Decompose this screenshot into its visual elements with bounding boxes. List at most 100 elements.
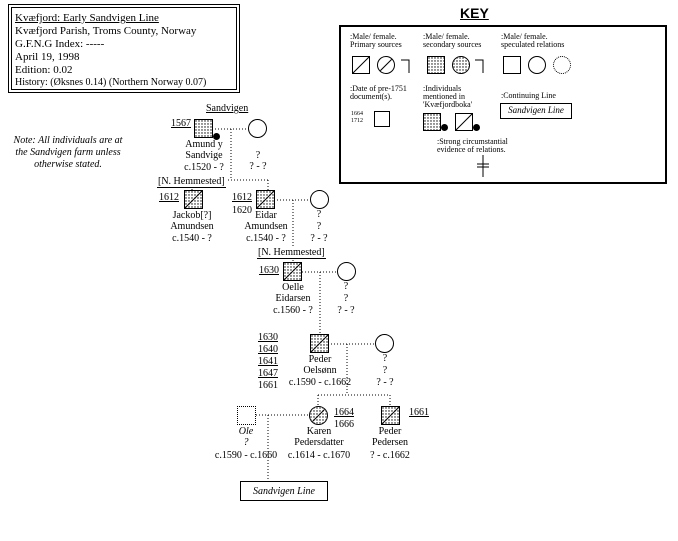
edition-text: Edition: 0.02: [15, 64, 73, 76]
amund-male-secondary-icon: [194, 119, 213, 138]
key-kvaefjordboka-line1: :Individuals: [423, 84, 462, 93]
peder-male-primary-icon: [310, 334, 329, 353]
key-sample-date-1: 1664: [351, 111, 363, 117]
date-text: April 19, 1998: [15, 51, 80, 63]
jackob-male-primary-icon: [184, 190, 203, 209]
peder-wife-female-icon: [375, 334, 394, 353]
key-primary-line2: Primary sources: [350, 40, 402, 49]
jackob-name-2: Amundsen: [170, 221, 214, 232]
key-secondary-line2: secondary sources: [423, 40, 482, 49]
key-strong-evidence-cross-icon: [477, 155, 489, 177]
key-sample-date-2: 1712: [351, 118, 363, 124]
key-continuing-label: :Continuing Line: [501, 91, 556, 100]
amund-wife-female-icon: [248, 119, 267, 138]
ole-life: c.1590 - c.1660: [214, 450, 278, 461]
oelle-wife-name-2: ?: [343, 293, 349, 304]
amund-name-2: Sandvige: [185, 150, 223, 161]
note-line-3: otherwise stated.: [34, 159, 102, 170]
peder-pedersen-name-1: Peder: [378, 426, 402, 437]
amund-doc-date: 1567: [171, 118, 191, 129]
eidar-wife-name-2: ?: [316, 221, 322, 232]
oelle-wife-name-1: ?: [343, 281, 349, 292]
oelle-name-2: Eidarsen: [275, 293, 311, 304]
eidar-name-2: Amundsen: [244, 221, 288, 232]
eidar-wife-female-icon: [310, 190, 329, 209]
peder-doc-date-5: 1661: [258, 380, 278, 391]
key-speculated-line2: speculated relations: [501, 40, 565, 49]
place-hemmested-2: [N. Hemmested]: [257, 247, 326, 259]
continuing-line-box: Sandvigen Line: [240, 481, 328, 501]
key-female-secondary-icon: [452, 56, 470, 74]
eidar-male-primary-icon: [256, 190, 275, 209]
karen-female-primary-icon: [309, 406, 328, 425]
oelle-male-primary-icon: [283, 262, 302, 281]
ole-name-2: ?: [243, 437, 249, 448]
key-strong-line1: :Strong circumstantial: [437, 137, 508, 146]
key-male-speculated-icon: [503, 56, 521, 74]
key-continuing-box-label: Sandvigen Line: [508, 105, 564, 115]
history-text: History: (Øksnes 0.14) (Northern Norway …: [15, 77, 207, 88]
ole-male-speculated-icon: [237, 406, 256, 425]
ole-name-1: Ole: [238, 426, 254, 437]
amund-wife-name: ?: [255, 150, 261, 161]
peder-life: c.1590 - c.1662: [288, 377, 352, 388]
key-legend: :Male/ female. Primary sources :Male/ fe…: [339, 25, 667, 184]
key-primary-line1: :Male/ female.: [350, 32, 397, 41]
parish-text: Kvæfjord Parish, Troms County, Norway: [15, 25, 197, 37]
peder-doc-date-3: 1641: [258, 356, 278, 367]
amund-name-1: Amund y: [185, 139, 223, 150]
karen-name-2: Pedersdatter: [294, 437, 344, 448]
key-continuing-box: Sandvigen Line: [500, 103, 572, 119]
karen-life: c.1614 - c.1670: [287, 450, 351, 461]
note-line-1: Note: All individuals are at: [13, 135, 123, 146]
peder-name-2: Oelsønn: [303, 365, 337, 376]
amund-life: c.1520 - ?: [184, 162, 224, 173]
place-hemmested-1: [N. Hemmested]: [157, 176, 226, 188]
oelle-life: c.1560 - ?: [273, 305, 313, 316]
eidar-life: c.1540 - ?: [246, 233, 286, 244]
amund-wife-life: ? - ?: [249, 161, 267, 172]
eidar-wife-name-1: ?: [316, 209, 322, 220]
key-kvaefjordboka-line2: mentioned in: [423, 92, 465, 101]
peder-wife-name-2: ?: [382, 365, 388, 376]
karen-doc-date-2: 1666: [334, 419, 354, 430]
eidar-doc-date-2: 1620: [232, 205, 252, 216]
peder-wife-name-1: ?: [382, 353, 388, 364]
peder-name-1: Peder: [308, 354, 332, 365]
key-female-primary-icon: [377, 56, 395, 74]
key-speculated-line1: :Male/ female.: [501, 32, 548, 41]
key-unfinished-line-icon: [401, 59, 410, 73]
key-strong-line2: evidence of relations.: [437, 145, 506, 154]
key-kvaefjordboka-dot-icon-1: [441, 124, 448, 131]
peder-doc-date-2: 1640: [258, 344, 278, 355]
jackob-life: c.1540 - ?: [172, 233, 212, 244]
key-heading: KEY: [460, 5, 489, 21]
chart-title: Kvæfjord: Early Sandvigen Line: [15, 12, 159, 24]
key-secondary-line-icon: [475, 59, 484, 73]
peder-doc-date-4: 1647: [258, 368, 278, 379]
key-kvaefjordboka-line3: 'Kvæfjordboka': [423, 100, 473, 109]
peder-wife-life: ? - ?: [376, 377, 394, 388]
karen-name-1: Karen: [306, 426, 332, 437]
jackob-name-1: Jackob[?]: [172, 210, 212, 221]
oelle-doc-date: 1630: [259, 265, 279, 276]
peder-pedersen-life: ? - c.1662: [370, 450, 410, 461]
key-female-speculated-icon: [528, 56, 546, 74]
oelle-wife-female-icon: [337, 262, 356, 281]
continuing-line-label: Sandvigen Line: [253, 486, 315, 497]
key-kvaefjordboka-secondary-icon: [423, 113, 441, 131]
peder-pedersen-doc-date: 1661: [409, 407, 429, 418]
peder-pedersen-male-primary-icon: [381, 406, 400, 425]
oelle-name-1: Oelle: [282, 282, 304, 293]
key-kvaefjordboka-primary-icon: [455, 113, 473, 131]
key-male-primary-icon: [352, 56, 370, 74]
note-line-2: the Sandvigen farm unless: [15, 147, 121, 158]
amund-kvaefjordboka-dot-icon: [213, 133, 220, 140]
oelle-wife-life: ? - ?: [337, 305, 355, 316]
place-sandvigen: Sandvigen: [206, 103, 249, 114]
header-info-box: Kvæfjord: Early Sandvigen Line Kvæfjord …: [8, 4, 240, 93]
karen-doc-date-1: 1664: [334, 407, 354, 418]
eidar-wife-life: ? - ?: [310, 233, 328, 244]
key-kvaefjordboka-dot-icon-2: [473, 124, 480, 131]
